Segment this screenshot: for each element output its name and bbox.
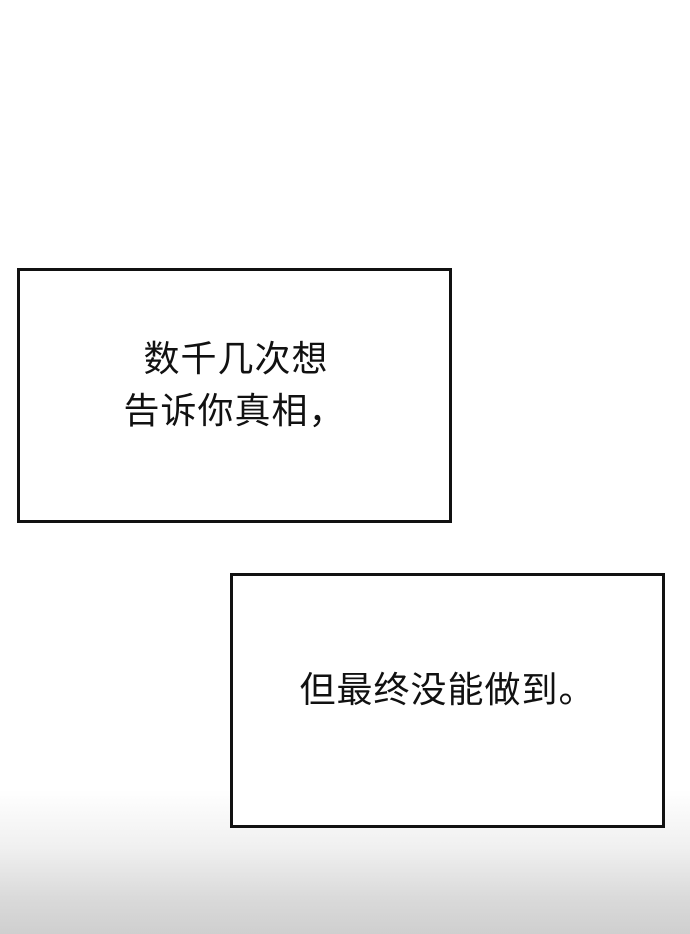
caption-text-2: 但最终没能做到。 [299, 665, 595, 717]
caption-box-2: 但最终没能做到。 [230, 573, 665, 828]
caption-box-1: 数千几次想 告诉你真相， [17, 268, 452, 523]
caption-1-line-2: 告诉你真相， [123, 390, 346, 432]
caption-1-line-1: 数千几次想 [143, 338, 329, 380]
caption-2-line-1: 但最终没能做到。 [299, 669, 596, 711]
caption-text-1: 数千几次想 告诉你真相， [123, 334, 345, 438]
